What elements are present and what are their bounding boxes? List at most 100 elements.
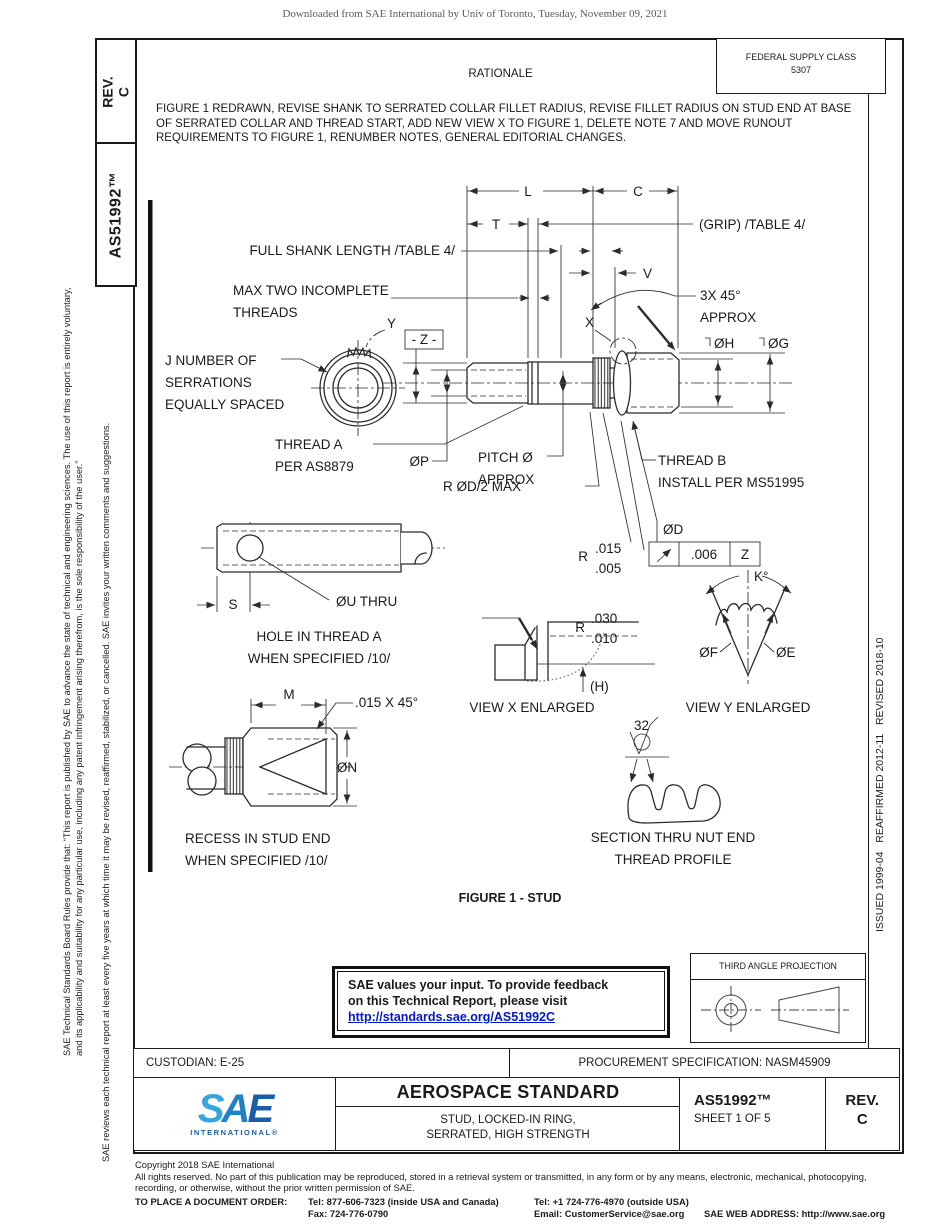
- svg-text:THREAD PROFILE: THREAD PROFILE: [614, 852, 731, 867]
- feedback-box: SAE values your input. To provide feedba…: [332, 966, 670, 1038]
- svg-text:PITCH Ø: PITCH Ø: [478, 450, 533, 465]
- doc-number-cell: AS51992™ SHEET 1 OF 5: [679, 1077, 826, 1151]
- svg-text:- Z -: - Z -: [412, 332, 437, 347]
- svg-text:J NUMBER OF: J NUMBER OF: [165, 353, 257, 368]
- svg-text:FULL SHANK LENGTH /TABLE 4/: FULL SHANK LENGTH /TABLE 4/: [249, 243, 455, 258]
- svg-text:ØF: ØF: [699, 645, 718, 660]
- svg-text:ØD: ØD: [663, 522, 684, 537]
- order-label: TO PLACE A DOCUMENT ORDER:: [135, 1196, 288, 1207]
- svg-text:Y: Y: [387, 316, 396, 331]
- feedback-line2: on this Technical Report, please visit: [348, 994, 568, 1008]
- svg-text:C: C: [633, 184, 643, 199]
- svg-text:HOLE IN THREAD A: HOLE IN THREAD A: [256, 629, 381, 644]
- download-watermark: Downloaded from SAE International by Uni…: [282, 8, 668, 20]
- doc-number-vertical: AS51992™: [107, 171, 124, 258]
- view-y-enlarged: K° ØF ØE VIEW Y ENLARGED: [686, 569, 811, 715]
- svg-text:.010: .010: [591, 631, 617, 646]
- svg-text:.015 X 45°: .015 X 45°: [355, 695, 418, 710]
- svg-text:MAX TWO INCOMPLETE: MAX TWO INCOMPLETE: [233, 283, 389, 298]
- order-tel-2: Tel: +1 724-776-4970 (outside USA): [534, 1196, 689, 1207]
- svg-text:R: R: [575, 620, 585, 635]
- svg-text:L: L: [524, 184, 532, 199]
- svg-text:X: X: [585, 315, 594, 330]
- standard-type: AEROSPACE STANDARD: [336, 1078, 680, 1107]
- feedback-line1: SAE values your input. To provide feedba…: [348, 978, 609, 992]
- projection-title: THIRD ANGLE PROJECTION: [691, 954, 865, 980]
- view-x-enlarged: R .030 .010 (H) VIEW X ENLARGED: [469, 611, 655, 715]
- serration-end-view: J NUMBER OF SERRATIONS EQUALLY SPACED: [165, 340, 405, 436]
- surface-finish-icon: [625, 716, 669, 783]
- svg-text:ØE: ØE: [776, 645, 796, 660]
- sheet-number: SHEET 1 OF 5: [694, 1113, 771, 1125]
- svg-text:Z: Z: [741, 547, 749, 562]
- svg-text:.030: .030: [591, 611, 617, 626]
- svg-text:ØU THRU: ØU THRU: [336, 594, 397, 609]
- custodian-cell: CUSTODIAN: E-25: [133, 1048, 511, 1078]
- doc-number: AS51992™: [694, 1092, 772, 1109]
- order-web: SAE WEB ADDRESS: http://www.sae.org: [704, 1208, 886, 1219]
- standard-title-cell: AEROSPACE STANDARD STUD, LOCKED-IN RING,…: [335, 1077, 681, 1151]
- section-thru-nut-end: 32 SECTION THRU NUT END THREAD PROFILE: [591, 716, 756, 867]
- standard-title-line1: STUD, LOCKED-IN RING,: [440, 1114, 576, 1126]
- svg-text:S: S: [228, 597, 237, 612]
- svg-text:WHEN SPECIFIED /10/: WHEN SPECIFIED /10/: [248, 651, 391, 666]
- rights-line: All rights reserved. No part of this pub…: [135, 1170, 867, 1194]
- rev-box: REV.C: [95, 38, 137, 146]
- figure-caption: FIGURE 1 - STUD: [459, 891, 562, 905]
- doc-number-box: AS51992™: [95, 142, 137, 287]
- circular-runout-icon: [656, 548, 672, 563]
- federal-supply-class-box: FEDERAL SUPPLY CLASS 5307: [716, 38, 886, 94]
- procurement-cell: PROCUREMENT SPECIFICATION: NASM45909: [509, 1048, 900, 1078]
- svg-text:INSTALL PER MS51995: INSTALL PER MS51995: [658, 475, 804, 490]
- fsc-value: 5307: [790, 65, 812, 75]
- svg-text:.006: .006: [691, 547, 717, 562]
- hole-in-thread-a-view: ØU THRU S HOLE IN THREAD A WHEN SPECIFIE…: [197, 522, 445, 666]
- rationale-title: RATIONALE: [468, 68, 533, 80]
- svg-text:THREADS: THREADS: [233, 305, 298, 320]
- main-stud-view: L C T (GRIP) /TABLE 4/ FULL SHANK LENGTH…: [233, 184, 806, 576]
- feedback-link[interactable]: http://standards.sae.org/AS51992C: [348, 1010, 556, 1024]
- svg-text:SECTION THRU NUT END: SECTION THRU NUT END: [591, 830, 756, 845]
- figure-1-stud-drawing: L C T (GRIP) /TABLE 4/ FULL SHANK LENGTH…: [148, 184, 811, 905]
- third-angle-projection-box: THIRD ANGLE PROJECTION: [690, 953, 866, 1043]
- svg-text:ØH: ØH: [714, 336, 734, 351]
- svg-text:K°: K°: [754, 569, 768, 584]
- svg-text:ØG: ØG: [768, 336, 789, 351]
- sae-disclaimer-1: SAE Technical Standards Board Rules prov…: [62, 287, 84, 1056]
- rev-text: REV.C: [99, 76, 132, 108]
- svg-text:THREAD A: THREAD A: [275, 437, 343, 452]
- revision-change-bar: [148, 200, 153, 872]
- svg-text:RECESS IN STUD END: RECESS IN STUD END: [185, 831, 331, 846]
- svg-text:SERRATIONS: SERRATIONS: [165, 375, 252, 390]
- rationale-text: FIGURE 1 REDRAWN, REVISE SHANK TO SERRAT…: [156, 103, 852, 144]
- sae-logo: SAE: [197, 1086, 274, 1131]
- svg-text:THREAD B: THREAD B: [658, 453, 726, 468]
- svg-text:ØP: ØP: [409, 454, 429, 469]
- rev-cell: REV. C: [824, 1077, 900, 1151]
- svg-text:ØN: ØN: [337, 760, 357, 775]
- svg-text:VIEW X ENLARGED: VIEW X ENLARGED: [469, 700, 595, 715]
- sae-logo-cell: SAE INTERNATIONAL®: [133, 1077, 336, 1151]
- svg-text:M: M: [283, 687, 294, 702]
- recess-in-stud-end-view: M .015 X 45° ØN RECESS IN STUD END WHEN …: [169, 687, 418, 868]
- svg-text:R ØD/2 MAX: R ØD/2 MAX: [443, 479, 521, 494]
- order-fax: Fax: 724-776-0790: [308, 1208, 389, 1219]
- svg-text:EQUALLY SPACED: EQUALLY SPACED: [165, 397, 285, 412]
- svg-text:V: V: [643, 266, 652, 281]
- order-email: Email: CustomerService@sae.org: [534, 1208, 685, 1219]
- sae-logo-subtext: INTERNATIONAL®: [190, 1127, 279, 1137]
- svg-text:(GRIP) /TABLE 4/: (GRIP) /TABLE 4/: [699, 217, 806, 232]
- svg-text:32: 32: [634, 718, 649, 733]
- svg-text:(H): (H): [590, 679, 609, 694]
- fsc-label: FEDERAL SUPPLY CLASS: [745, 52, 857, 62]
- svg-text:APPROX: APPROX: [478, 472, 534, 487]
- order-tel-1: Tel: 877-606-7323 (inside USA and Canada…: [308, 1196, 499, 1207]
- svg-text:.015: .015: [595, 541, 621, 556]
- svg-text:T: T: [492, 217, 500, 232]
- svg-text:.005: .005: [595, 561, 621, 576]
- footer: Copyright 2018 SAE International All rig…: [135, 1159, 907, 1194]
- third-angle-projection-icon: [701, 986, 849, 1034]
- svg-text:3X 45°: 3X 45°: [700, 288, 741, 303]
- svg-text:R: R: [578, 549, 588, 564]
